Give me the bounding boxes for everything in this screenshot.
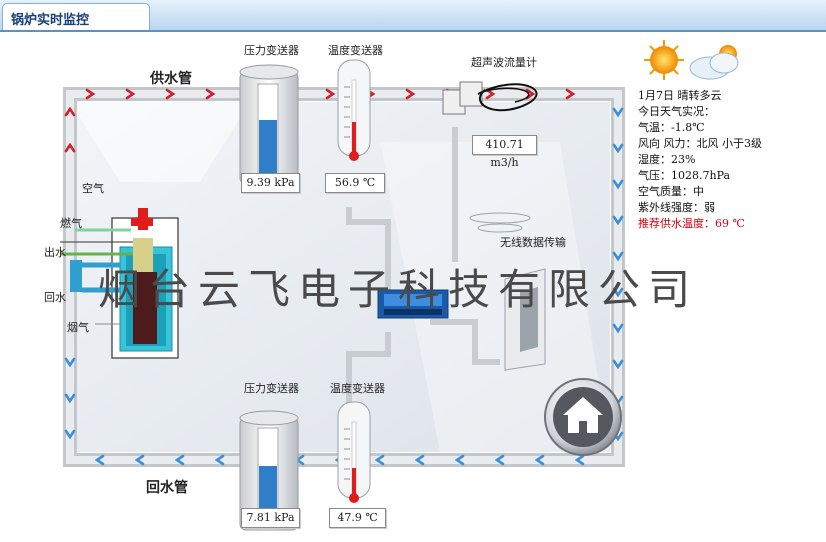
supply-thermometer	[337, 59, 371, 161]
return-thermometer	[337, 401, 371, 503]
weather-wind: 风向 风力：北风 小于3级	[638, 137, 762, 150]
weather-air-quality: 空气质量：中	[638, 185, 704, 198]
top-bar: 锅炉实时监控	[0, 0, 826, 31]
partly-cloudy-icon	[689, 45, 739, 80]
flow-meter-title: 超声波流量计	[471, 56, 537, 69]
gas-label: 燃气	[60, 217, 82, 230]
return-temperature-title: 温度变送器	[330, 382, 385, 395]
data-logger-device	[377, 289, 449, 319]
weather-temperature: 气温：-1.8℃	[638, 121, 705, 134]
flow-meter-value: 410.71 m3/h	[472, 135, 537, 169]
return-pressure-tank	[239, 410, 299, 531]
supply-temperature-title: 温度变送器	[328, 44, 383, 57]
weather-heading: 今日天气实况：	[638, 105, 715, 118]
home-icon	[563, 397, 603, 433]
home-button[interactable]	[543, 377, 623, 457]
return-pipe-label: 回水管	[146, 480, 188, 496]
sun-icon	[644, 40, 684, 80]
wireless-title: 无线数据传输	[500, 236, 566, 249]
return-temperature-value: 47.9 ℃	[329, 508, 386, 528]
boiler-unit	[60, 208, 179, 359]
return-water-label: 回水	[44, 291, 66, 304]
flue-label: 烟气	[67, 321, 89, 334]
panel-border	[0, 30, 826, 32]
supply-pressure-tank	[239, 64, 299, 185]
flow-meter-sensor	[442, 81, 538, 115]
recommended-supply-temperature: 推荐供水温度：69 ℃	[638, 217, 745, 230]
monitor-canvas: 供水管 回水管 空气 燃气 出水 回水 烟气 压力变送器 温度变送器 超声波流量…	[0, 32, 826, 542]
weather-pressure: 气压：1028.7hPa	[638, 169, 731, 182]
outlet-label: 出水	[44, 246, 66, 259]
return-pressure-value: 7.81 kPa	[241, 508, 300, 528]
return-pressure-title: 压力变送器	[244, 382, 299, 395]
supply-pressure-value: 9.39 kPa	[241, 173, 300, 193]
company-watermark: 烟台云飞电子科技有限公司	[98, 265, 699, 314]
pipe-diagram	[60, 40, 739, 531]
weather-panel: 1月7日 晴转多云 今日天气实况： 气温：-1.8℃ 风向 风力：北风 小于3级…	[638, 88, 823, 232]
weather-date: 1月7日 晴转多云	[638, 89, 722, 102]
air-label: 空气	[82, 182, 104, 195]
supply-pressure-title: 压力变送器	[244, 44, 299, 57]
wireless-transmitter	[504, 268, 546, 371]
tab-boiler-monitor[interactable]: 锅炉实时监控	[2, 3, 150, 31]
weather-uv: 紫外线强度：弱	[638, 201, 715, 214]
supply-temperature-value: 56.9 ℃	[325, 173, 385, 193]
tab-label: 锅炉实时监控	[11, 13, 90, 28]
supply-pipe-label: 供水管	[150, 71, 192, 87]
weather-humidity: 湿度：23%	[638, 153, 696, 166]
